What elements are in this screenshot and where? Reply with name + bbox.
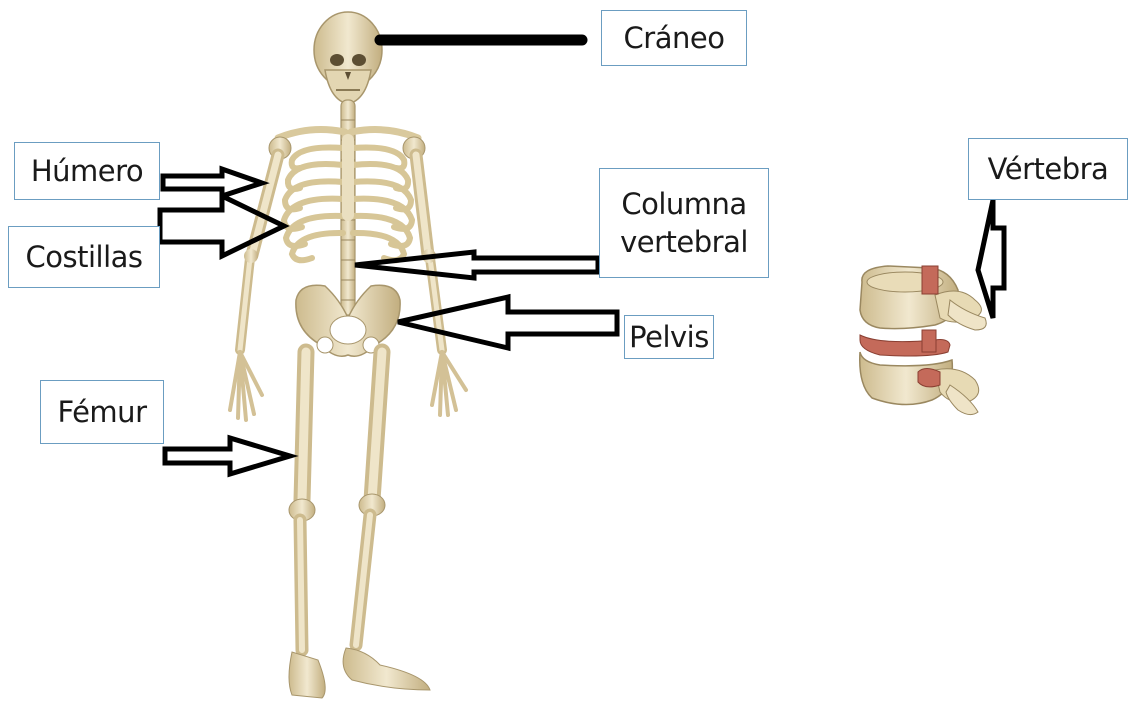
label-columna-line1: Columna bbox=[621, 185, 746, 223]
hands bbox=[230, 352, 466, 420]
label-columna-vertebral: Columna vertebral bbox=[599, 168, 769, 278]
label-vertebra: Vértebra bbox=[968, 138, 1128, 200]
arrow-columna bbox=[355, 252, 598, 278]
label-femur: Fémur bbox=[40, 380, 164, 444]
legs bbox=[289, 352, 385, 650]
arrow-humero bbox=[163, 169, 262, 196]
arrow-femur bbox=[165, 438, 290, 474]
label-craneo: Cráneo bbox=[601, 10, 747, 66]
vertebra-illustration bbox=[860, 266, 987, 415]
label-costillas: Costillas bbox=[8, 226, 160, 288]
feet bbox=[289, 648, 430, 698]
arrow-pelvis bbox=[398, 297, 617, 348]
skull bbox=[314, 12, 382, 104]
label-columna-line2: vertebral bbox=[620, 223, 748, 261]
arrows bbox=[160, 40, 1004, 474]
arrow-vertebra bbox=[978, 200, 1004, 318]
label-humero: Húmero bbox=[14, 142, 160, 200]
label-pelvis: Pelvis bbox=[624, 315, 714, 359]
